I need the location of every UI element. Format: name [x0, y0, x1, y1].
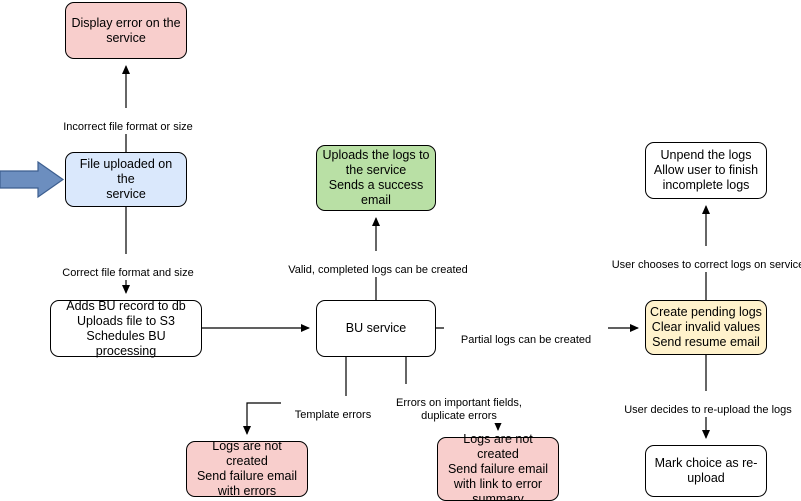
- edge-label-partial-logs-text: Partial logs can be created: [460, 334, 592, 346]
- edge-label-template-errors-text: Template errors: [294, 409, 372, 421]
- node-create-pending-logs-label: Create pending logs Clear invalid values…: [650, 305, 762, 349]
- node-create-pending-logs[interactable]: Create pending logs Clear invalid values…: [645, 300, 767, 355]
- node-logs-not-created-errors-label: Logs are not created Send failure email …: [196, 439, 298, 498]
- edge-label-user-reuploads: User decides to re-upload the logs: [596, 391, 801, 417]
- node-display-error-label: Display error on the service: [71, 15, 181, 45]
- node-mark-choice-reupload[interactable]: Mark choice as re- upload: [645, 445, 767, 497]
- node-display-error[interactable]: Display error on the service: [65, 2, 187, 59]
- edge-label-important-errors-text: Errors on important fields, duplicate er…: [396, 397, 522, 422]
- node-bu-service-label: BU service: [345, 321, 407, 335]
- node-logs-not-created-errors[interactable]: Logs are not created Send failure email …: [186, 439, 308, 498]
- edge-label-template-errors: Template errors: [281, 396, 385, 422]
- edge-label-valid-logs-text: Valid, completed logs can be created: [288, 264, 468, 276]
- edge-label-user-corrects-text: User chooses to correct logs on service: [611, 259, 801, 271]
- edge-label-valid-logs: Valid, completed logs can be created: [261, 251, 495, 277]
- edge-label-correct-format-text: Correct file format and size: [62, 267, 194, 279]
- node-adds-bu-record[interactable]: Adds BU record to db Uploads file to S3 …: [50, 298, 202, 358]
- edge-label-partial-logs: Partial logs can be created: [444, 321, 608, 347]
- node-logs-not-created-summary[interactable]: Logs are not created Send failure email …: [437, 432, 559, 501]
- edge-label-correct-format: Correct file format and size: [26, 254, 230, 280]
- edge-label-incorrect-format-text: Incorrect file format or size: [63, 121, 193, 133]
- start-entry-arrow: [0, 160, 65, 199]
- node-unpend-logs-label: Unpend the logs Allow user to finish inc…: [653, 148, 759, 192]
- edge-label-user-corrects: User chooses to correct logs on service: [586, 246, 801, 272]
- edge-label-important-errors: Errors on important fields, duplicate er…: [387, 384, 531, 423]
- node-uploads-logs[interactable]: Uploads the logs to the service Sends a …: [316, 145, 436, 211]
- node-unpend-logs[interactable]: Unpend the logs Allow user to finish inc…: [645, 142, 767, 199]
- node-logs-not-created-summary-label: Logs are not created Send failure email …: [447, 431, 549, 501]
- node-adds-bu-record-label: Adds BU record to db Uploads file to S3 …: [66, 298, 186, 358]
- node-mark-choice-reupload-label: Mark choice as re- upload: [654, 456, 758, 485]
- node-uploads-logs-label: Uploads the logs to the service Sends a …: [322, 148, 430, 207]
- edge-label-incorrect-format: Incorrect file format or size: [26, 108, 230, 134]
- node-file-uploaded-label: File uploaded on the service: [79, 157, 173, 201]
- edge-label-user-reuploads-text: User decides to re-upload the logs: [624, 404, 792, 416]
- node-file-uploaded[interactable]: File uploaded on the service: [65, 152, 187, 207]
- node-bu-service[interactable]: BU service: [316, 300, 436, 357]
